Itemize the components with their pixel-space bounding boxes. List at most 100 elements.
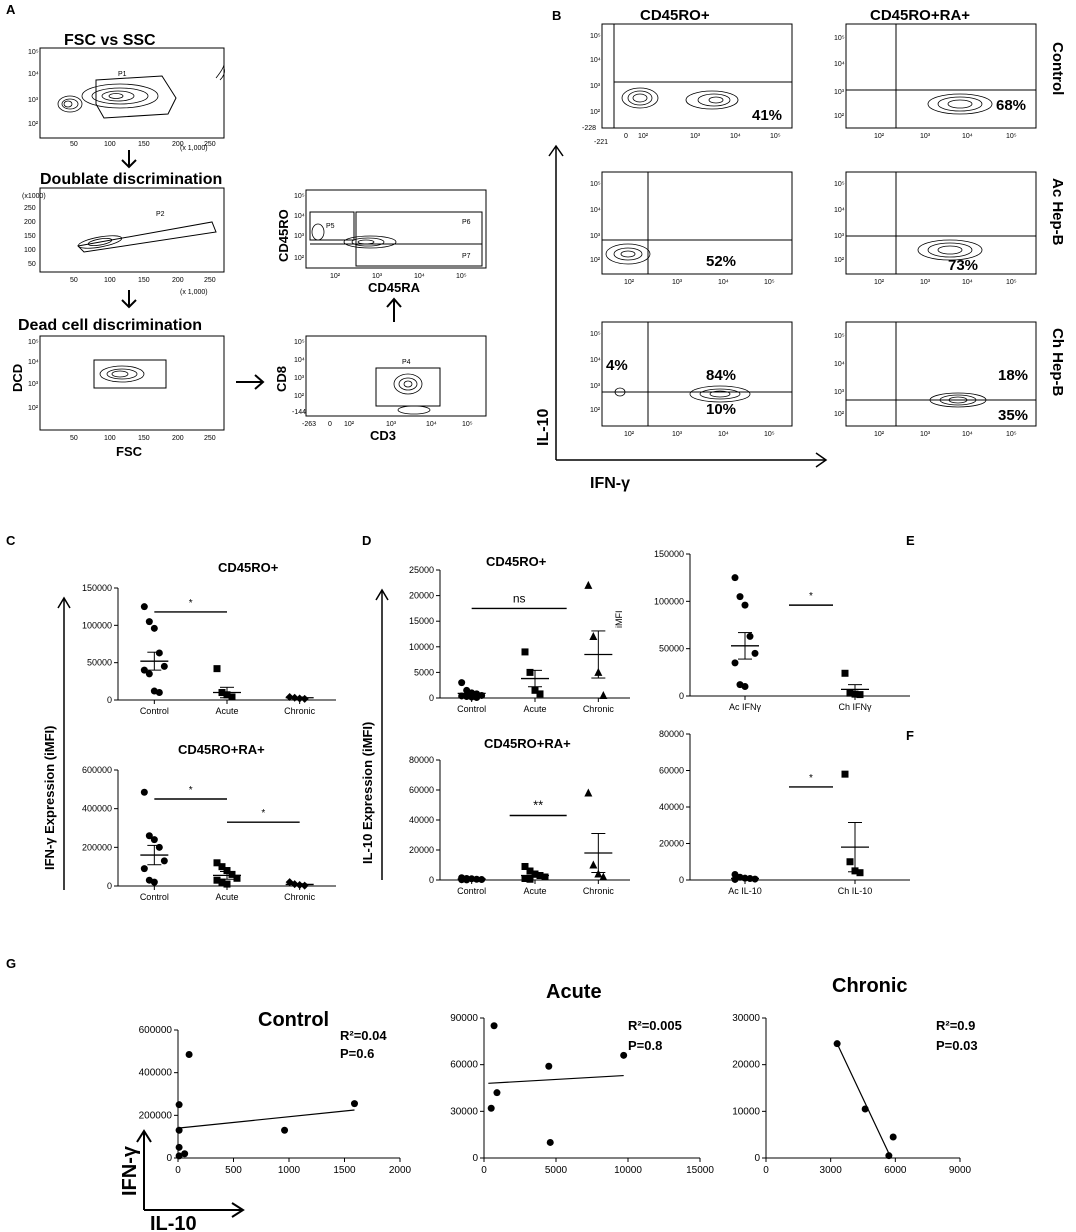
g-chronic-r2: R²=0.9 <box>936 1018 975 1033</box>
x-tick-label: 0 <box>481 1165 487 1176</box>
significance-label: * <box>261 808 265 819</box>
data-point <box>213 859 221 867</box>
plot-cd45-gate: P5 P6 P7 10² 10³ 10⁴ 10⁵ 10² 10³ 10⁴ 10⁵… <box>276 189 487 295</box>
plot-cd8-cd3: P4 -263 0 10² 10³ 10⁴ 10⁵ -144 10² 10³ 1… <box>274 335 487 443</box>
data-point <box>751 875 759 883</box>
y-tick: 10⁵ <box>294 339 305 346</box>
data-point <box>521 875 529 882</box>
x-tick: 10³ <box>672 431 683 438</box>
x-tick-label: Chronic <box>583 886 615 896</box>
x-tick: 10⁵ <box>1006 431 1017 438</box>
y-tick: 10³ <box>834 389 845 396</box>
x-tick: 100 <box>104 141 116 148</box>
y-tick-label: 40000 <box>659 802 684 812</box>
pct-label: 35% <box>998 407 1028 424</box>
data-point <box>620 1051 628 1059</box>
x-tick: 0 <box>328 421 332 428</box>
y-tick: 10⁴ <box>28 359 39 366</box>
y-tick: 10² <box>834 113 845 120</box>
data-point <box>731 659 739 667</box>
y-tick: 10² <box>294 393 305 400</box>
x-tick-label: 2000 <box>389 1165 412 1176</box>
flow-plot-achepb-cd45ro: 52% 10² 10³ 10⁴ 10⁵ 10² 10³ 10⁴ 10⁵ <box>590 171 793 286</box>
c-bottom-title: CD45RO+RA+ <box>178 742 265 757</box>
y-tick-label: 60000 <box>450 1060 478 1071</box>
data-point <box>731 875 739 883</box>
data-point <box>175 1152 183 1160</box>
x-tick-label: 15000 <box>686 1165 714 1176</box>
y-tick: 10³ <box>590 233 601 240</box>
gate-p1: P1 <box>118 71 127 78</box>
x-tick: 10⁵ <box>456 273 467 280</box>
data-point <box>228 870 236 878</box>
y-tick: 200 <box>24 219 36 226</box>
data-point <box>223 867 231 875</box>
data-point <box>841 770 849 778</box>
data-point <box>155 843 163 851</box>
y-tick: 10² <box>834 411 845 418</box>
x-tick: 250 <box>204 435 216 442</box>
gate-p6: P6 <box>462 219 471 226</box>
flow-plot-chhepb-cd45rora: 18% 35% 10² 10³ 10⁴ 10⁵ 10² 10³ 10⁴ 10⁵ <box>834 321 1037 438</box>
g-acute-title: Acute <box>546 981 602 1003</box>
row-label-control: Control <box>1049 42 1066 95</box>
scale-note-1: (x 1,000) <box>180 145 208 152</box>
data-point <box>145 618 153 626</box>
y-tick-label: 0 <box>107 695 112 705</box>
pct-label: 41% <box>752 107 782 124</box>
y-tick-label: 600000 <box>82 765 112 775</box>
d-arrow-icon <box>375 588 389 880</box>
data-point <box>487 1104 495 1112</box>
y-tick: 10⁵ <box>590 331 601 338</box>
pct-label: 18% <box>998 367 1028 384</box>
y-tick-label: 100000 <box>654 596 684 606</box>
data-point <box>185 1051 193 1059</box>
data-point <box>150 836 158 844</box>
plot-doublet: P2 (x 1,000) 50 100 150 200 250 (x1000) … <box>22 187 225 296</box>
panel-label-f: F <box>906 728 914 743</box>
g-chronic-p: P=0.03 <box>936 1038 978 1053</box>
data-point <box>889 1133 897 1141</box>
data-point <box>213 876 221 884</box>
panel-label-d: D <box>362 533 371 548</box>
data-point <box>223 880 231 888</box>
g-axes-arrows <box>136 1129 245 1218</box>
y-tick-label: 0 <box>429 875 434 885</box>
data-point <box>233 874 241 882</box>
data-point <box>589 860 598 869</box>
data-point <box>521 863 529 870</box>
x-tick-label: Acute <box>215 892 238 902</box>
y-tick: 10⁵ <box>590 33 601 40</box>
e-ylabel: iMFI <box>614 611 624 629</box>
d-ylabel: IL-10 Expression (iMFI) <box>360 722 375 864</box>
significance-label: ns <box>513 591 526 605</box>
arrow-up-icon <box>386 297 402 322</box>
data-point <box>175 1126 183 1134</box>
y-tick: 10⁵ <box>28 49 39 56</box>
x-tick-label: 5000 <box>545 1165 568 1176</box>
data-point <box>526 668 534 676</box>
x-tick: 10⁴ <box>718 431 729 438</box>
x-tick: 10⁴ <box>718 279 729 286</box>
y-tick-label: 20000 <box>659 839 684 849</box>
panel-label-g: G <box>6 956 16 971</box>
data-point <box>589 632 598 641</box>
y-tick-label: 60000 <box>659 766 684 776</box>
data-point <box>140 788 148 796</box>
y-tick: 10⁵ <box>834 35 845 42</box>
y-tick-label: 50000 <box>87 658 112 668</box>
significance-label: * <box>189 598 193 609</box>
y-tick: 10⁵ <box>834 333 845 340</box>
pct-label: 52% <box>706 253 736 270</box>
y-tick: 10³ <box>834 89 845 96</box>
x-tick: 10⁵ <box>462 421 473 428</box>
data-point <box>155 649 163 657</box>
x-tick-label: 500 <box>225 1165 242 1176</box>
y-tick: 10³ <box>834 233 845 240</box>
data-point <box>175 1101 183 1109</box>
y-tick: 50 <box>28 261 36 268</box>
